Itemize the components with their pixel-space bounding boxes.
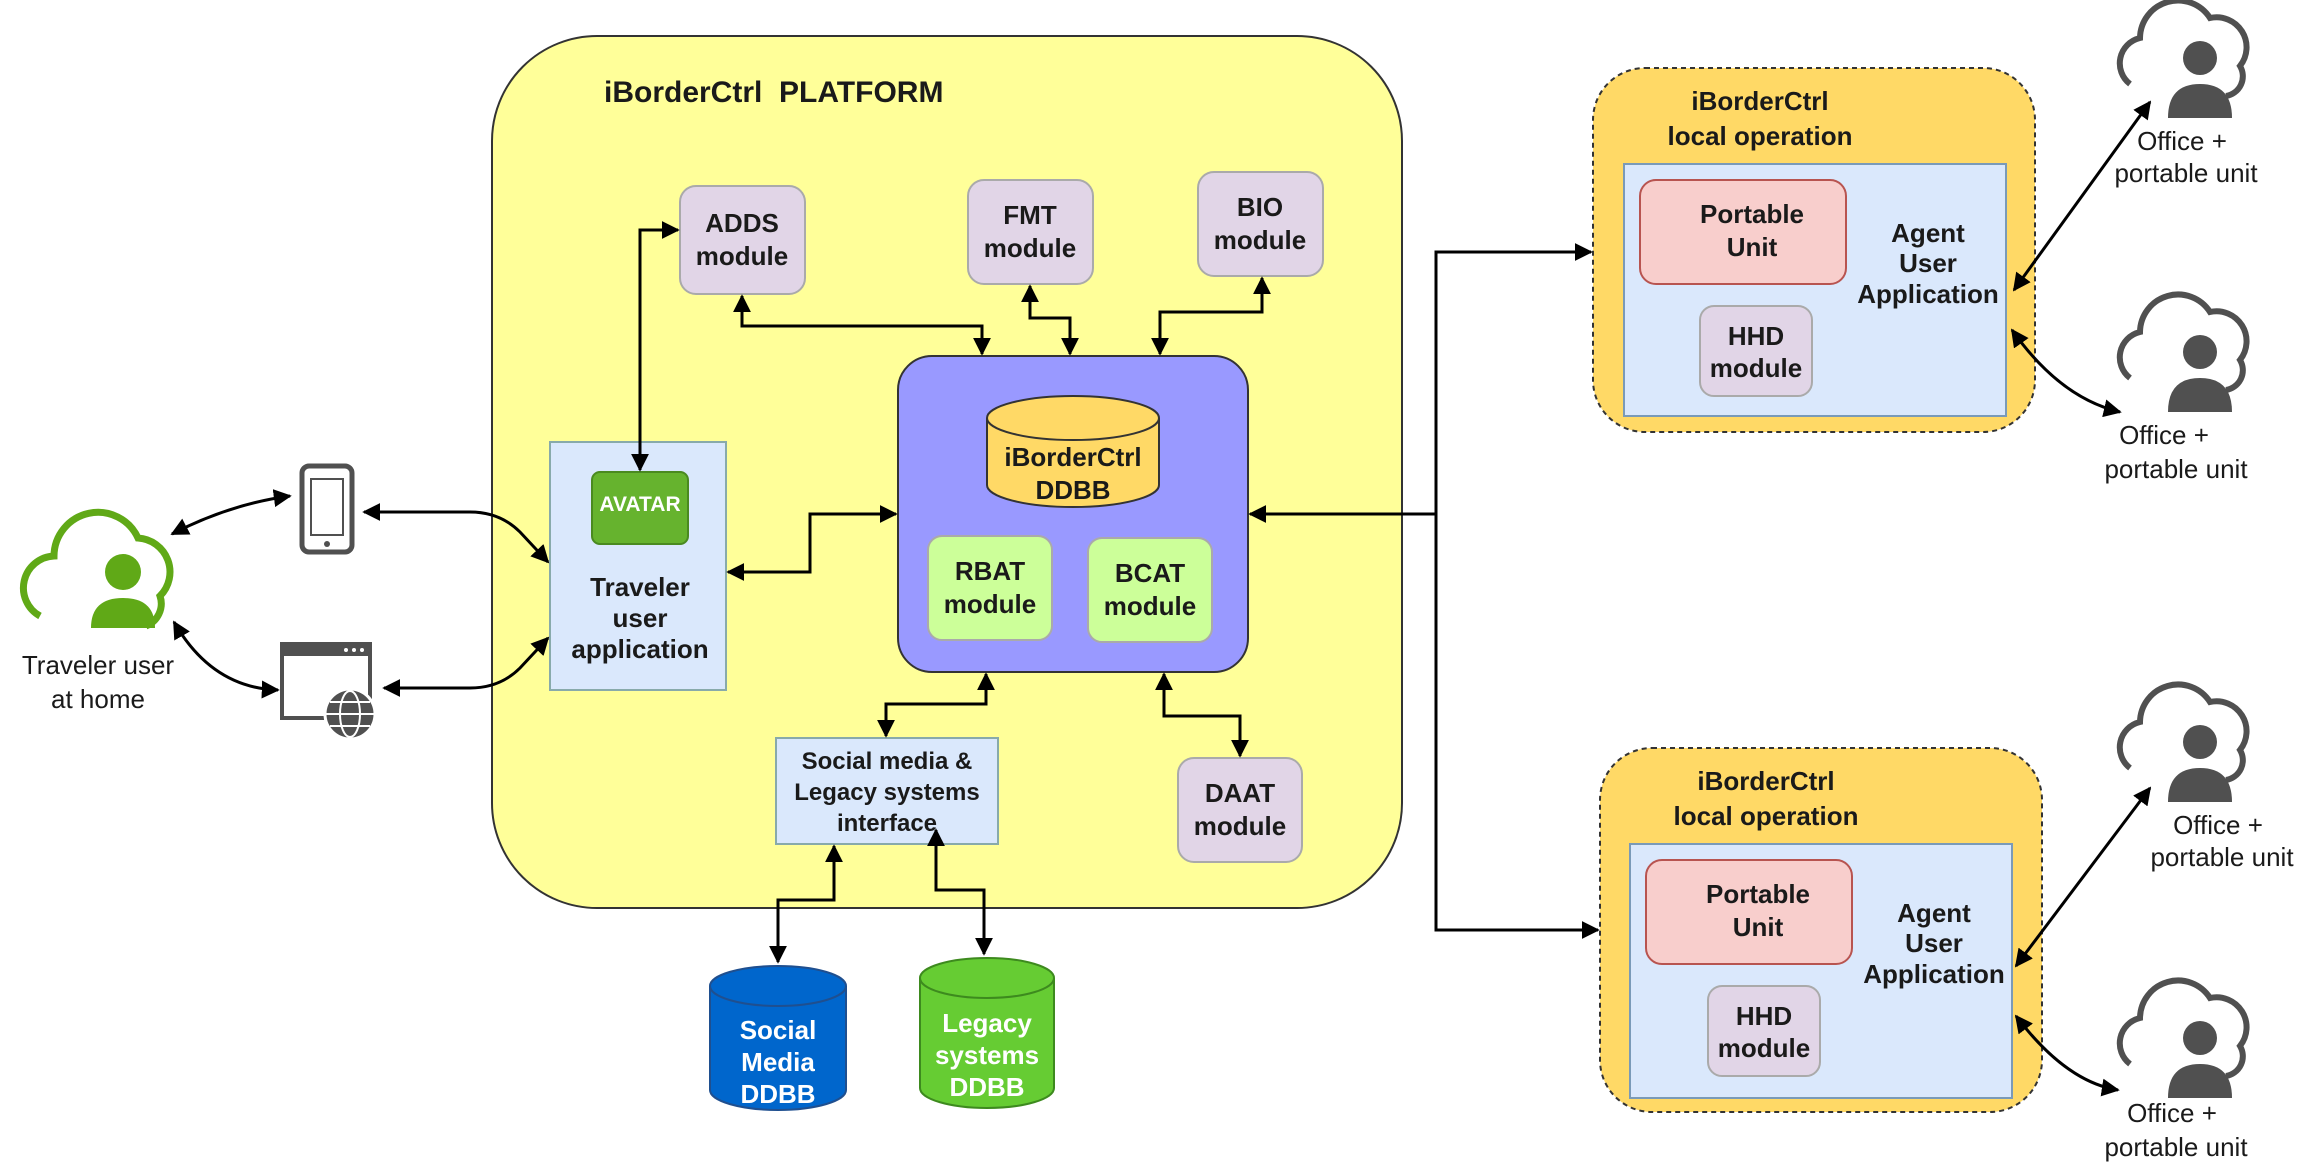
connector-user-phone [170, 489, 292, 536]
connector-interface-socialdb [769, 844, 843, 964]
connector-core-daat [1155, 672, 1249, 758]
social-interface-label: Social media & [802, 748, 973, 775]
avatar-label: AVATAR [599, 493, 680, 516]
avatar-box[interactable]: AVATAR [591, 471, 689, 545]
office-unit-1-label: Office + [2137, 126, 2227, 156]
portable-unit-1[interactable]: Portable Unit [1639, 179, 1847, 285]
connector-user-web [172, 620, 280, 699]
adds-module[interactable]: ADDS module [679, 185, 806, 295]
connector-core-interface [877, 672, 995, 738]
traveler-user-label: Traveler user [22, 650, 175, 680]
office-unit-1-label-2: portable unit [2114, 158, 2258, 188]
connector-phone-app [362, 503, 550, 564]
social-interface-label-3: interface [837, 810, 937, 837]
fmt-module-label-2: module [984, 233, 1076, 263]
adds-module-label-2: module [696, 241, 788, 271]
office-cloud-user-icon-2 [2116, 291, 2250, 412]
daat-module-label-2: module [1194, 811, 1286, 841]
social-interface-label-2: Legacy systems [794, 779, 979, 806]
traveler-user-label-2: at home [51, 684, 145, 714]
bcat-module-label-2: module [1104, 591, 1196, 621]
connector-agent1-office1 [2012, 100, 2152, 292]
legacy-db-label-3: DDBB [949, 1072, 1024, 1102]
agent-app-2-label-2: User [1905, 928, 1963, 958]
office-unit-3-label-2: portable unit [2150, 842, 2294, 872]
portable-unit-2-label: Portable [1706, 879, 1810, 909]
bio-module-label: BIO [1237, 192, 1283, 222]
agent-app-2-label-3: Application [1863, 959, 2005, 989]
connector-fmt-core [1021, 284, 1079, 356]
connector-adds-core [733, 294, 991, 356]
connector-agent1-office2 [2010, 328, 2122, 418]
fmt-module-label: FMT [1003, 200, 1057, 230]
office-unit-4-label-2: portable unit [2104, 1132, 2248, 1162]
connector-local-op-1 [1434, 243, 1593, 514]
office-unit-2-label: Office + [2119, 420, 2209, 450]
office-cloud-user-icon-4 [2116, 977, 2250, 1098]
core-ddbb-label: iBorderCtrl [1004, 442, 1141, 472]
bcat-module[interactable]: BCAT module [1087, 537, 1213, 643]
traveler-user-icon [19, 508, 174, 630]
connectors [170, 100, 2152, 1097]
adds-module-label: ADDS [705, 208, 779, 238]
rbat-module-label: RBAT [955, 556, 1025, 586]
social-legacy-interface[interactable]: Social media & Legacy systems interface [775, 737, 999, 845]
bio-module-label-2: module [1214, 225, 1306, 255]
core-ddbb[interactable]: iBorderCtrl DDBB [986, 395, 1160, 508]
bcat-module-label: BCAT [1115, 558, 1185, 588]
bio-module[interactable]: BIO module [1197, 171, 1324, 277]
social-media-ddbb[interactable]: Social Media DDBB [709, 965, 847, 1111]
office-unit-3-label: Office + [2173, 810, 2263, 840]
connector-web-app [382, 636, 550, 697]
traveler-app-label-3: application [571, 634, 708, 664]
hhd-module-2[interactable]: HHD module [1707, 985, 1821, 1077]
connector-bio-core [1151, 276, 1271, 356]
legacy-db-label: Legacy [942, 1008, 1032, 1038]
traveler-app-label: Traveler [590, 572, 690, 602]
legacy-db-label-2: systems [935, 1040, 1039, 1070]
daat-module[interactable]: DAAT module [1177, 757, 1303, 863]
agent-app-2-label: Agent [1897, 898, 1971, 928]
portable-unit-2[interactable]: Portable Unit [1645, 859, 1853, 965]
daat-module-label: DAAT [1205, 778, 1275, 808]
hhd-module-1-label-2: module [1710, 353, 1802, 383]
fmt-module[interactable]: FMT module [967, 179, 1094, 285]
core-ddbb-label-2: DDBB [1035, 475, 1110, 505]
connector-interface-legacydb [927, 828, 993, 956]
smartphone-icon[interactable] [299, 463, 355, 555]
agent-app-1-label-3: Application [1857, 279, 1999, 309]
connector-avatar-adds [631, 221, 680, 472]
agent-app-1-label: Agent [1891, 218, 1965, 248]
local-op-2-title: iBorderCtrl [1697, 766, 1834, 796]
office-unit-2-label-2: portable unit [2104, 454, 2248, 484]
office-unit-4-label: Office + [2127, 1098, 2217, 1128]
rbat-module[interactable]: RBAT module [927, 535, 1053, 641]
local-op-1-title: iBorderCtrl [1691, 86, 1828, 116]
agent-app-1-label-2: User [1899, 248, 1957, 278]
hhd-module-1[interactable]: HHD module [1699, 305, 1813, 397]
portable-unit-2-label-2: Unit [1733, 912, 1784, 942]
connector-app-core [726, 505, 898, 581]
hhd-module-1-label: HHD [1728, 321, 1784, 351]
connector-agent2-office4 [2014, 1014, 2120, 1097]
hhd-module-2-label-2: module [1718, 1033, 1810, 1063]
connector-agent2-office3 [2014, 786, 2152, 968]
office-cloud-user-icon-1 [2116, 0, 2250, 118]
local-op-2-title-2: local operation [1674, 801, 1859, 831]
portable-unit-1-label: Portable [1700, 199, 1804, 229]
social-db-label: Social [740, 1015, 817, 1045]
connector-local-op-2 [1434, 514, 1600, 939]
social-db-label-3: DDBB [740, 1079, 815, 1109]
office-cloud-user-icon-3 [2116, 681, 2250, 802]
portable-unit-1-label-2: Unit [1727, 232, 1778, 262]
social-db-label-2: Media [741, 1047, 815, 1077]
platform-title: iBorderCtrl PLATFORM [604, 76, 943, 109]
traveler-app-label-2: user [613, 603, 668, 633]
web-browser-globe-icon[interactable] [280, 642, 377, 741]
legacy-systems-ddbb[interactable]: Legacy systems DDBB [919, 957, 1055, 1109]
local-op-1-title-2: local operation [1668, 121, 1853, 151]
traveler-user-application[interactable]: Traveler user application [549, 441, 727, 691]
hhd-module-2-label: HHD [1736, 1001, 1792, 1031]
rbat-module-label-2: module [944, 589, 1036, 619]
